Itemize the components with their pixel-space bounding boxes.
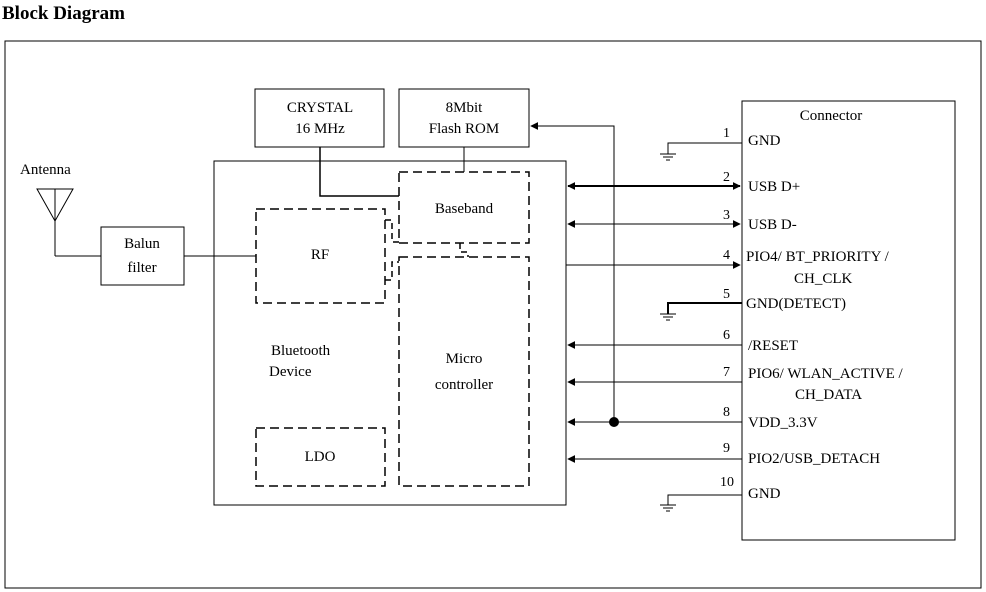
pin-label: GND(DETECT) (746, 296, 846, 312)
connector-label: Connector (800, 108, 862, 124)
diagram-title: Block Diagram (2, 3, 125, 24)
outer-frame (4, 40, 982, 589)
device-label: Device (269, 364, 312, 380)
pin-label-cont: CH_DATA (795, 387, 862, 403)
baseband-block: Baseband (398, 171, 530, 244)
ground-icon (660, 142, 742, 161)
connector-block: Connector (741, 100, 956, 541)
ground-icon (660, 302, 742, 321)
pin-label-cont: CH_CLK (794, 271, 853, 287)
pin-number: 2 (723, 170, 730, 185)
antenna-label: Antenna (20, 162, 71, 178)
pin-number: 1 (723, 126, 730, 141)
crystal-block: CRYSTAL 16 MHz (254, 88, 385, 148)
pin-number: 6 (723, 328, 730, 343)
crystal-label: CRYSTAL (287, 100, 353, 116)
pin-number: 8 (723, 405, 730, 420)
pin-label: /RESET (748, 338, 798, 354)
pin-number: 4 (723, 248, 730, 263)
pin-label: GND (748, 133, 781, 149)
pin-label: VDD_3.3V (748, 415, 818, 431)
bluetooth-device-block (213, 160, 567, 506)
pin-label: USB D- (748, 217, 797, 233)
pin-label: GND (748, 486, 781, 502)
antenna-icon (36, 188, 101, 257)
rf-block: RF (255, 208, 386, 304)
baseband-label: Baseband (435, 201, 494, 217)
micro-label: Micro (446, 351, 483, 367)
balun-filter-block: Balun filter (100, 226, 185, 286)
pin-number: 10 (720, 475, 734, 490)
ldo-label: LDO (305, 449, 336, 465)
pin-label: PIO4/ BT_PRIORITY / (746, 249, 890, 265)
pin-number: 3 (723, 208, 730, 223)
pin-label: PIO2/USB_DETACH (748, 451, 880, 467)
ldo-block: LDO (255, 427, 386, 487)
crystal-freq: 16 MHz (295, 121, 345, 137)
ground-icon (660, 494, 742, 512)
balun-label: Balun (124, 236, 160, 252)
flash-label: Flash ROM (429, 121, 499, 137)
flash-rom-block: 8Mbit Flash ROM (398, 88, 530, 148)
rf-label: RF (311, 247, 329, 263)
pin-number: 9 (723, 441, 730, 456)
microcontroller-block: Micro controller (398, 256, 530, 487)
pin-label: PIO6/ WLAN_ACTIVE / (748, 366, 904, 382)
flash-size: 8Mbit (446, 100, 484, 116)
pin-number: 5 (723, 287, 730, 302)
filter-label: filter (127, 260, 156, 276)
pin-label: USB D+ (748, 179, 800, 195)
pin-number: 7 (723, 365, 730, 380)
bluetooth-label: Bluetooth (271, 343, 331, 359)
controller-label: controller (435, 377, 493, 393)
